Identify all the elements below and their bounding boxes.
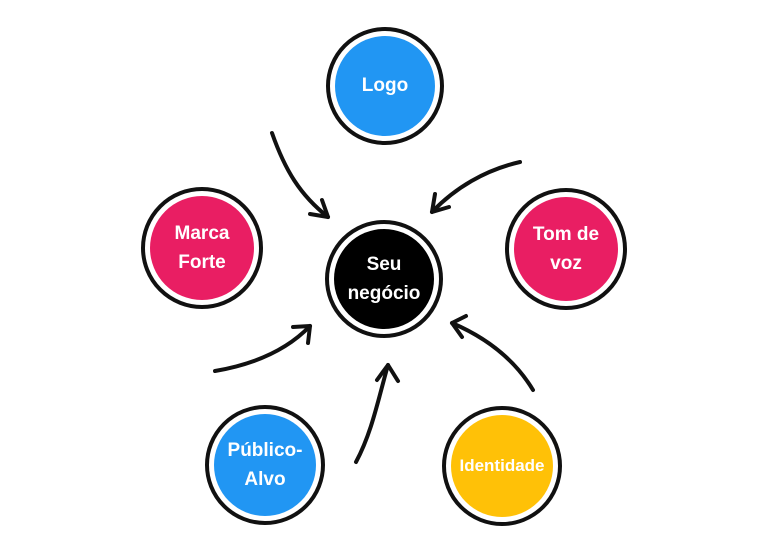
node-marca-forte-fill <box>150 196 254 300</box>
node-seu-negocio: Seu negócio <box>325 220 443 338</box>
node-marca-forte-label: Marca Forte <box>174 222 230 273</box>
node-logo-label: Logo <box>361 75 409 97</box>
arrow-logo-to-center <box>270 131 330 219</box>
node-publico-alvo-fill <box>214 414 316 516</box>
node-publico-alvo: Público- Alvo <box>205 405 325 525</box>
arrow-tom-to-center <box>430 160 522 214</box>
node-identidade: Identidade <box>442 406 562 526</box>
arrow-publico-to-center <box>354 363 400 464</box>
node-logo-fill <box>335 36 435 136</box>
node-tom-de-voz-label: Tom de voz <box>532 223 600 274</box>
node-marca-forte: Marca Forte <box>141 187 263 309</box>
node-seu-negocio-fill <box>334 229 434 329</box>
node-tom-de-voz: Tom de voz <box>505 188 627 310</box>
node-identidade-fill <box>451 415 553 517</box>
node-identidade-label: Identidade <box>459 455 545 475</box>
node-tom-de-voz-fill <box>514 197 618 301</box>
node-logo: Logo <box>326 27 444 145</box>
node-publico-alvo-label: Público- Alvo <box>227 439 303 490</box>
arrow-marca-to-center <box>213 324 312 373</box>
arrow-identidade-to-center <box>450 314 535 392</box>
node-seu-negocio-label: Seu negócio <box>347 253 421 304</box>
